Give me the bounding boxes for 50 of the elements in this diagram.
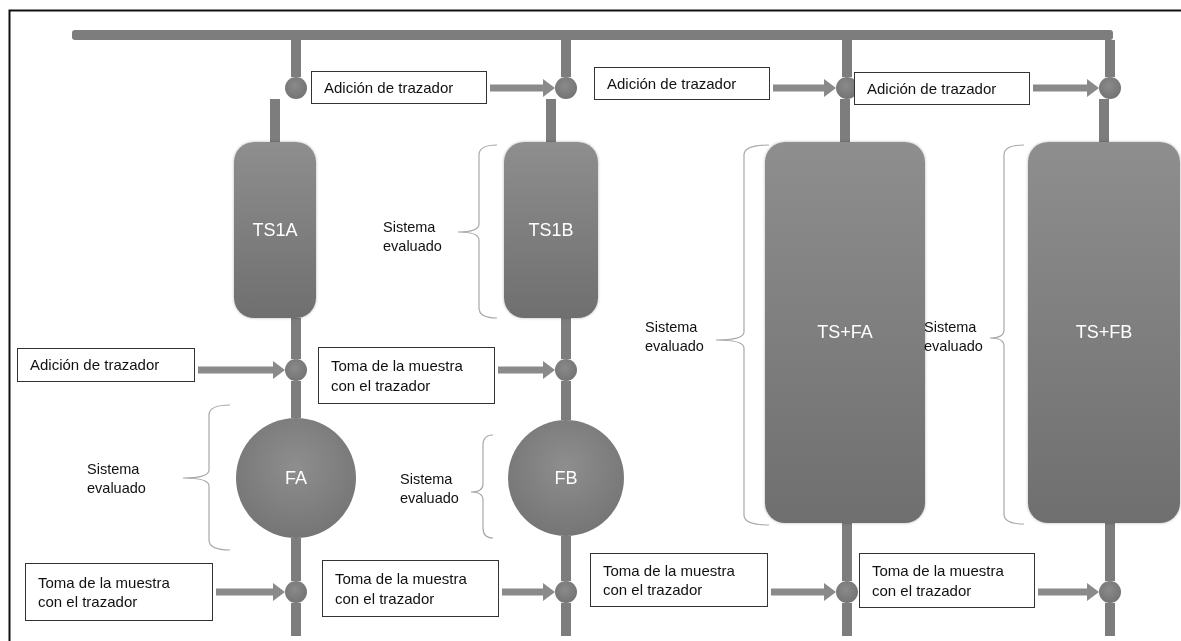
pipe <box>1099 99 1109 142</box>
system-label: Sistema evaluado <box>924 318 984 356</box>
pipe <box>842 523 852 581</box>
pipe <box>561 603 571 636</box>
filter-circle: FB <box>508 420 624 536</box>
tank-vessel: TS+FA <box>765 142 925 523</box>
pipe <box>1105 603 1115 636</box>
valve-circle <box>1099 581 1121 603</box>
annotation-box: Toma de la muestra con el trazador <box>25 563 213 621</box>
annotation-box: Adición de trazador <box>311 71 487 104</box>
pipe <box>546 99 556 142</box>
tank-vessel: TS1B <box>504 142 598 318</box>
pipe <box>291 40 301 77</box>
valve-circle <box>836 581 858 603</box>
pipe <box>291 318 301 359</box>
valve-circle <box>555 359 577 381</box>
annotation-box: Adición de trazador <box>17 348 195 382</box>
pipe <box>840 99 850 142</box>
system-label: Sistema evaluado <box>383 218 443 256</box>
system-label: Sistema evaluado <box>400 470 460 508</box>
valve-circle <box>285 359 307 381</box>
valve-circle <box>1099 77 1121 99</box>
pipe <box>842 603 852 636</box>
pipe <box>561 381 571 420</box>
header-pipe <box>72 30 1113 40</box>
annotation-box: Toma de la muestra con el trazador <box>590 553 768 607</box>
pipe <box>1105 40 1115 77</box>
annotation-box: Toma de la muestra con el trazador <box>322 560 499 617</box>
valve-circle <box>555 77 577 99</box>
valve-circle <box>285 77 307 99</box>
valve-circle <box>555 581 577 603</box>
pipe <box>291 538 301 581</box>
annotation-box: Adición de trazador <box>594 67 770 100</box>
tank-vessel: TS+FB <box>1028 142 1180 523</box>
pipe <box>842 40 852 77</box>
pipe <box>1105 523 1115 581</box>
valve-circle <box>285 581 307 603</box>
filter-circle: FA <box>236 418 356 538</box>
pipe <box>561 536 571 581</box>
system-label: Sistema evaluado <box>645 318 705 356</box>
annotation-box: Adición de trazador <box>854 72 1030 105</box>
pipe <box>291 381 301 418</box>
pipe <box>270 99 280 142</box>
annotation-box: Toma de la muestra con el trazador <box>318 347 495 404</box>
system-label: Sistema evaluado <box>87 460 147 498</box>
pipe <box>291 603 301 636</box>
pipe <box>561 318 571 359</box>
pipe <box>561 40 571 77</box>
tank-vessel: TS1A <box>234 142 316 318</box>
annotation-box: Toma de la muestra con el trazador <box>859 553 1035 608</box>
